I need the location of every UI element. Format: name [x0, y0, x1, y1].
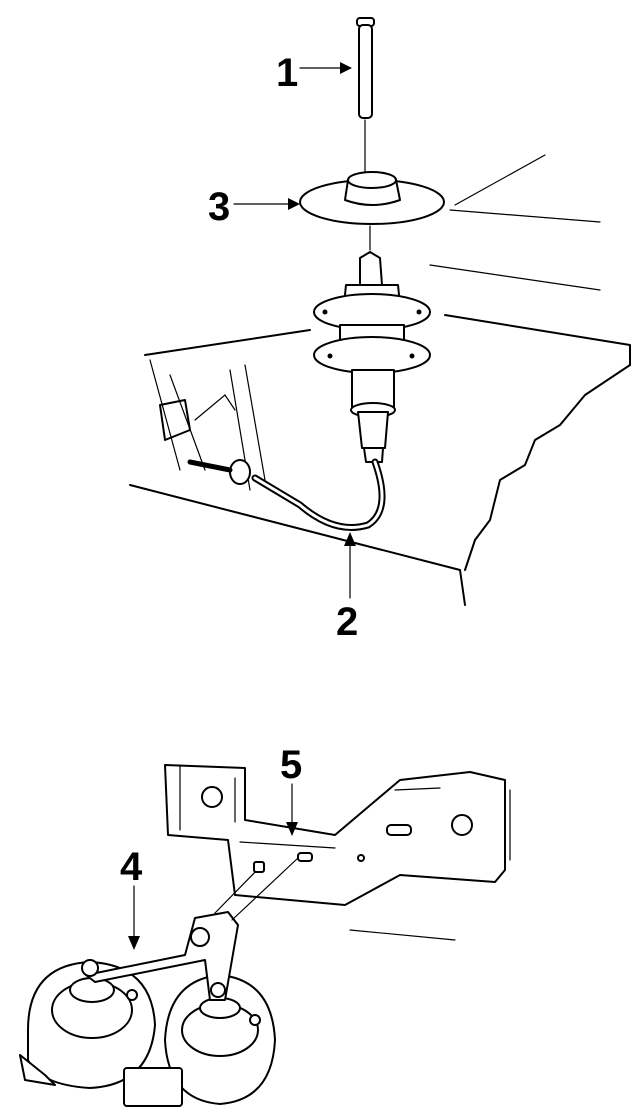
callout-1-arrow: [299, 62, 352, 74]
antenna-bezel: [299, 171, 445, 251]
antenna-cable: [187, 458, 386, 531]
callout-4-arrow: [128, 885, 140, 950]
callout-1: 1: [276, 51, 298, 95]
callout-2: 2: [336, 600, 358, 644]
horn-mounting-bracket: [164, 764, 511, 906]
background-lines: [349, 929, 456, 941]
antenna-base-assembly: [313, 251, 431, 463]
callout-3-arrow: [233, 198, 300, 210]
antenna-mast: [356, 17, 375, 173]
callout-2-arrow: [344, 532, 356, 599]
callout-5-arrow: [286, 783, 298, 836]
fender-panel: [129, 154, 631, 606]
horn-assembly: [19, 857, 299, 1107]
callout-3: 3: [208, 185, 230, 229]
callout-4: 4: [120, 845, 143, 889]
callout-5: 5: [280, 743, 302, 787]
